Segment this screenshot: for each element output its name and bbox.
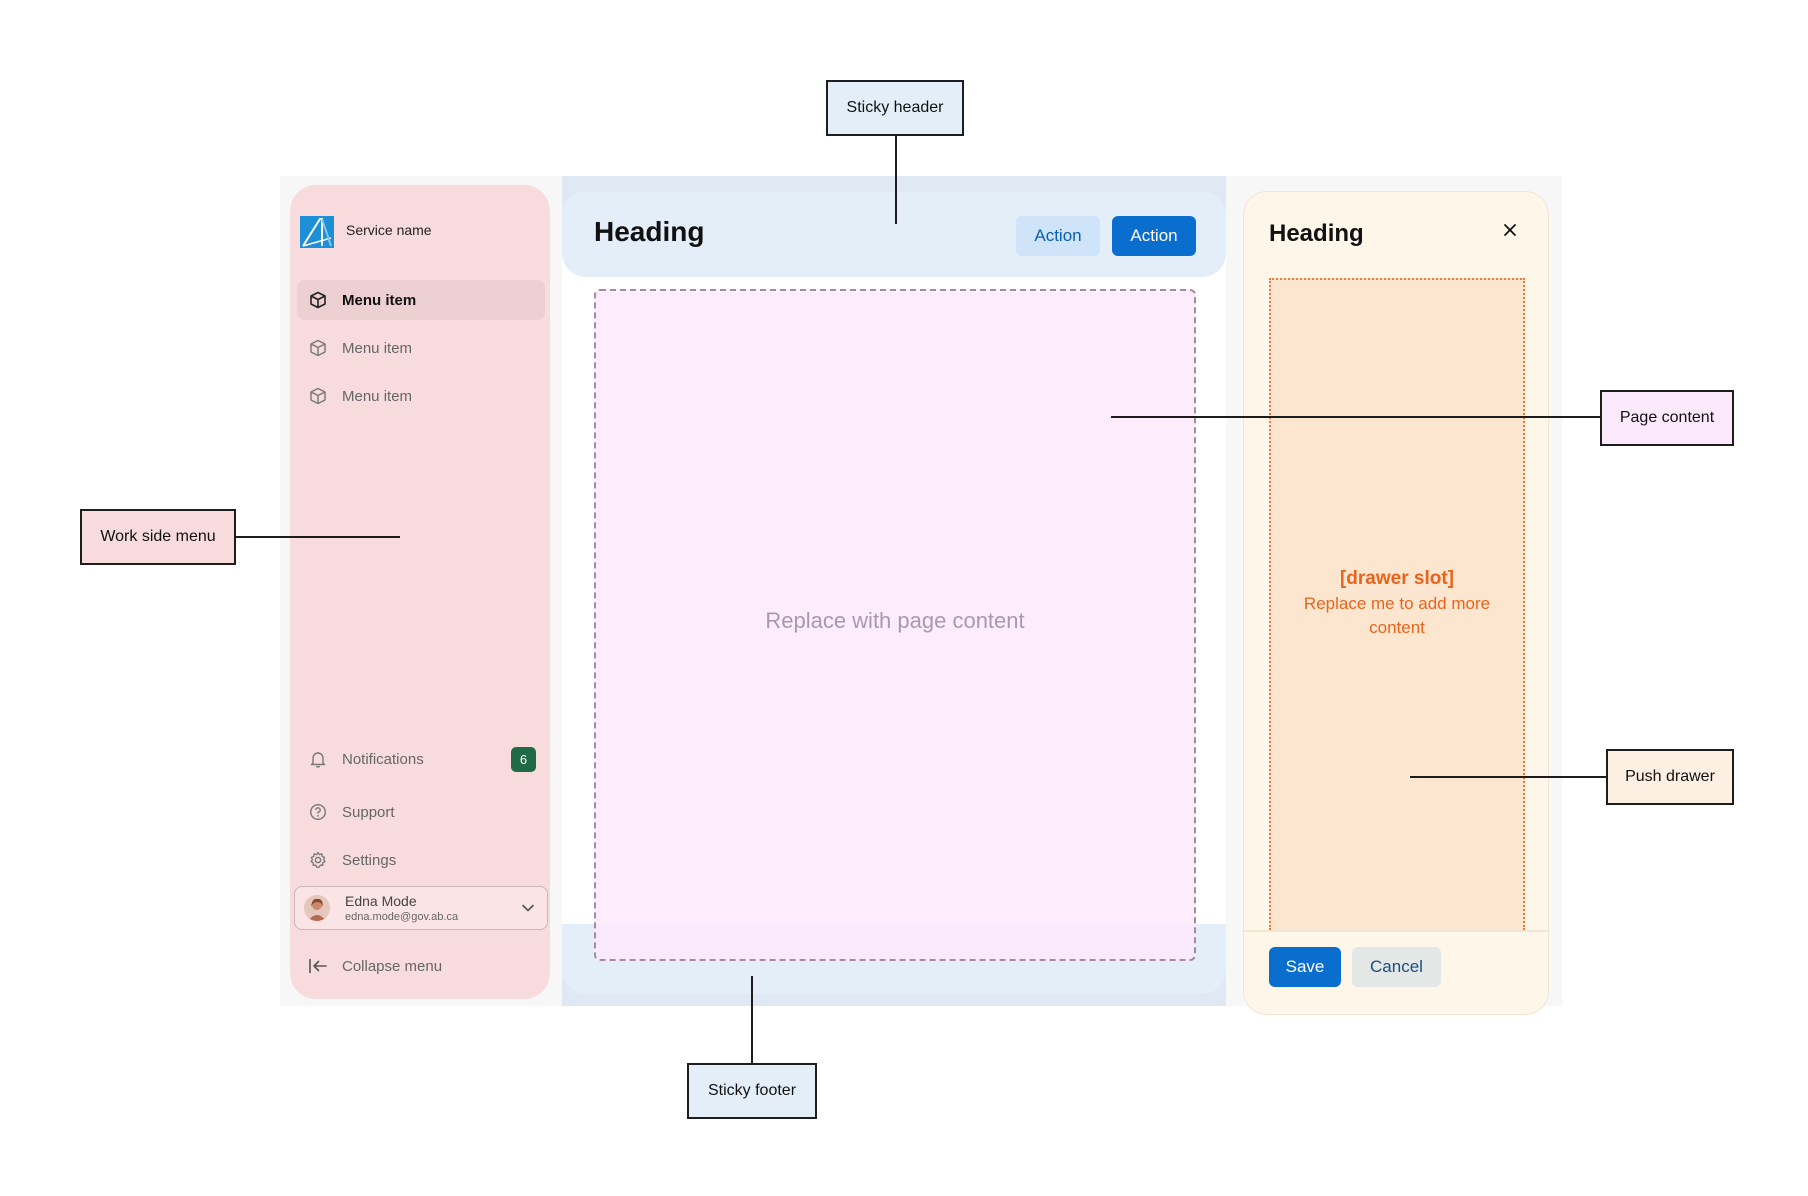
collapse-menu-item[interactable]: Collapse menu xyxy=(297,946,545,986)
drawer-slot xyxy=(1269,278,1525,930)
drawer-slot-title: [drawer slot] xyxy=(1339,568,1455,589)
drawer-slot-text: Replace me to add more content xyxy=(1303,594,1491,637)
callout-line-sticky-footer xyxy=(751,976,753,1063)
close-icon[interactable] xyxy=(1500,220,1520,240)
menu-item-2[interactable]: Menu item xyxy=(297,328,545,368)
page-heading: Heading xyxy=(594,216,705,247)
cancel-button[interactable]: Cancel xyxy=(1352,947,1441,987)
callout-line-push-drawer xyxy=(1410,776,1606,778)
support-item[interactable]: Support xyxy=(297,792,545,832)
secondary-action-button[interactable]: Action xyxy=(1016,216,1100,256)
callout-line-page-content xyxy=(1111,416,1600,418)
callout-line-work-menu xyxy=(236,536,400,538)
callout-line-sticky-header xyxy=(895,136,897,224)
bell-icon xyxy=(308,749,328,769)
drawer-heading: Heading xyxy=(1269,220,1364,247)
callout-push-drawer: Push drawer xyxy=(1606,749,1734,805)
page-content-area xyxy=(594,289,1196,961)
cube-icon xyxy=(308,338,328,358)
collapse-left-icon xyxy=(308,956,328,976)
cube-icon xyxy=(308,386,328,406)
collapse-menu-label: Collapse menu xyxy=(342,957,443,975)
help-circle-icon xyxy=(308,802,328,822)
drawer-footer-divider xyxy=(1244,930,1548,932)
logo-icon[interactable] xyxy=(300,216,334,248)
gear-icon xyxy=(308,850,328,870)
settings-item[interactable]: Settings xyxy=(297,840,545,880)
menu-item-label: Menu item xyxy=(342,387,413,405)
menu-item-1[interactable]: Menu item xyxy=(297,280,545,320)
callout-work-side-menu: Work side menu xyxy=(80,509,236,565)
service-name: Service name xyxy=(346,222,432,238)
primary-action-button[interactable]: Action xyxy=(1112,216,1196,256)
user-email: edna.mode@gov.ab.ca xyxy=(345,911,459,923)
settings-label: Settings xyxy=(342,851,397,869)
save-button[interactable]: Save xyxy=(1269,947,1341,987)
user-profile-card[interactable] xyxy=(294,886,548,930)
menu-item-label: Menu item xyxy=(342,291,417,309)
callout-sticky-header: Sticky header xyxy=(826,80,964,136)
menu-item-label: Menu item xyxy=(342,339,413,357)
callout-sticky-footer: Sticky footer xyxy=(687,1063,817,1119)
callout-page-content: Page content xyxy=(1600,390,1734,446)
menu-item-3[interactable]: Menu item xyxy=(297,376,545,416)
chevron-down-icon[interactable] xyxy=(519,899,537,917)
user-name: Edna Mode xyxy=(345,893,417,909)
avatar xyxy=(304,895,330,921)
notifications-label: Notifications xyxy=(342,750,424,768)
notifications-item[interactable]: Notifications xyxy=(297,739,545,779)
cube-icon xyxy=(308,290,328,310)
page-content-placeholder: Replace with page content xyxy=(765,608,1025,633)
notifications-badge: 6 xyxy=(511,747,536,772)
work-side-menu xyxy=(290,185,550,999)
support-label: Support xyxy=(342,803,395,821)
